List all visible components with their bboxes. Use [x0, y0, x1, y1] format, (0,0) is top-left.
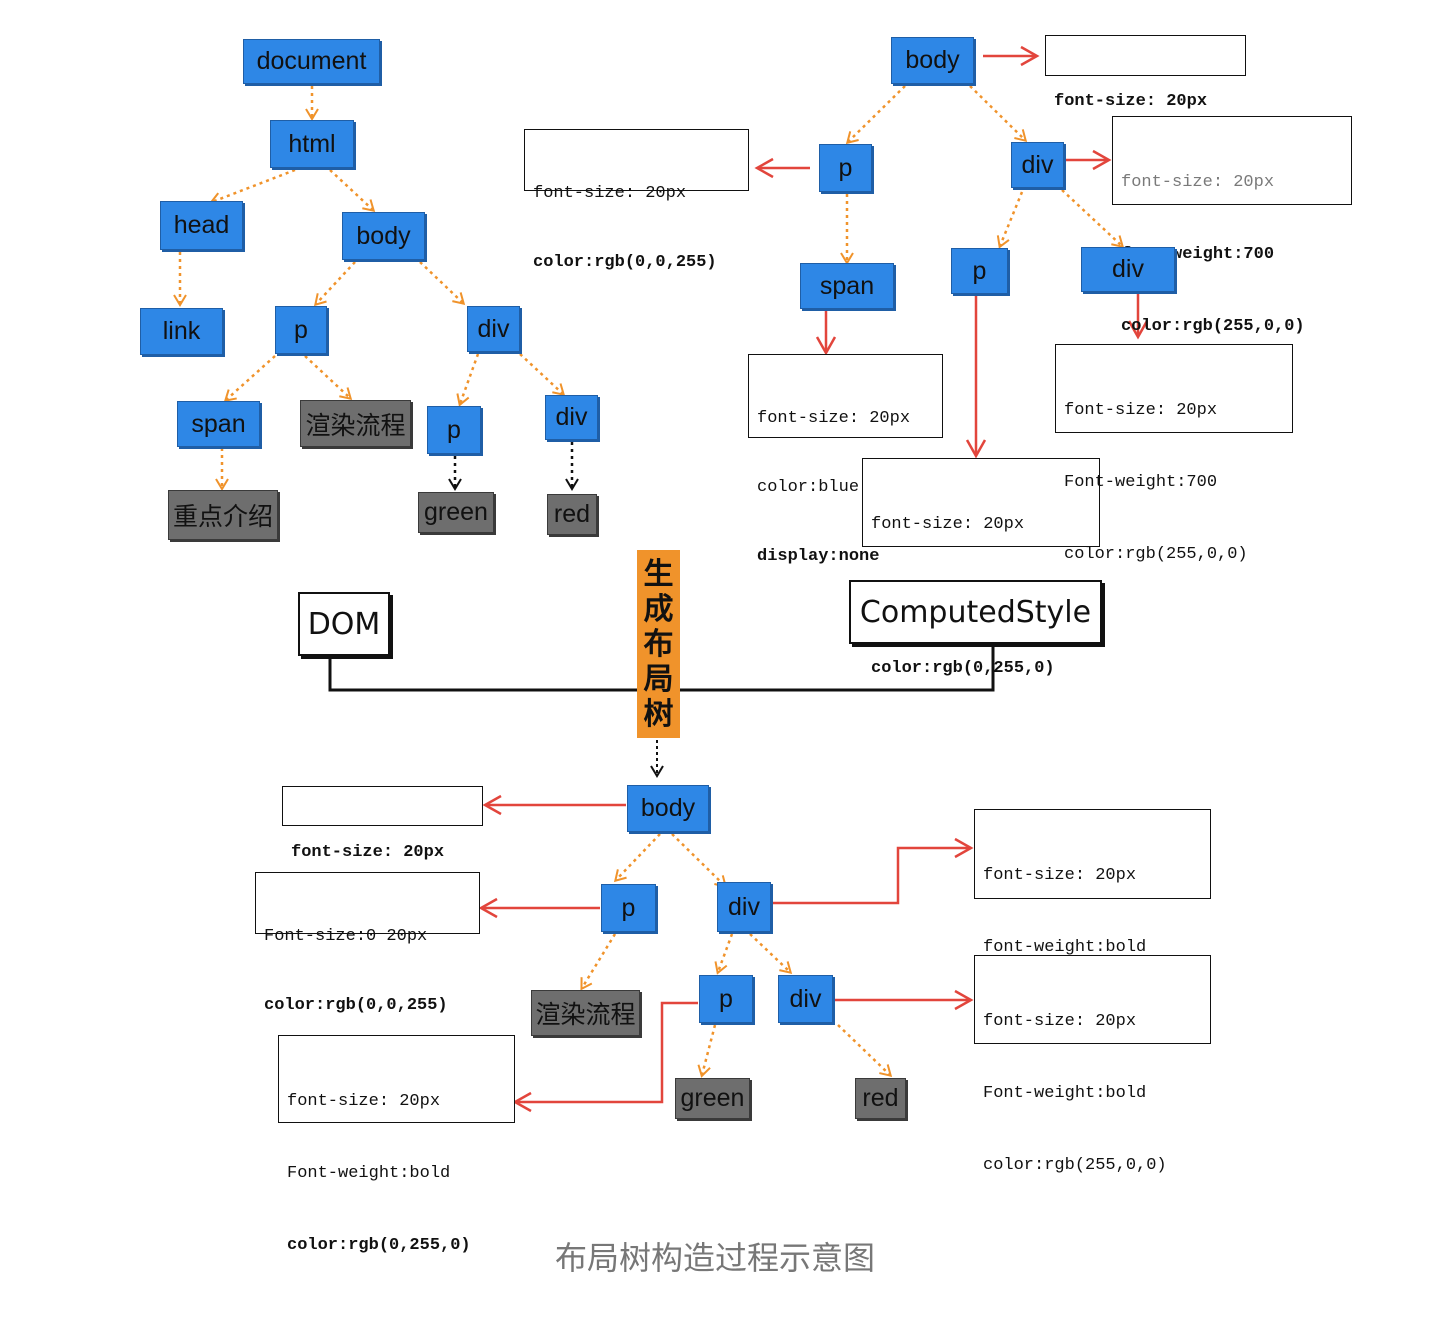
style-box-div2: font-size: 20px Font-weight:700 color:rg…: [1055, 344, 1293, 564]
edge-div-p: [456, 353, 480, 407]
edge-p-span: [223, 355, 276, 402]
generate-char: 局: [643, 661, 674, 697]
dom-node-div2: div: [545, 395, 598, 440]
style-line: Font-size:0 20px: [264, 927, 428, 946]
layout-text-render: 渲染流程: [531, 990, 640, 1036]
edge-body-div: [419, 261, 466, 306]
edge-l-div-style: [772, 837, 974, 905]
style-line: font-size: 20px: [983, 1012, 1137, 1031]
style-line: font-size: 20px: [291, 843, 445, 862]
style-node-span: span: [800, 263, 894, 309]
style-line: font-size: 20px: [533, 184, 687, 203]
dom-label: DOM: [298, 592, 390, 656]
dom-node-head: head: [160, 201, 243, 250]
style-line: color:blue: [757, 478, 860, 497]
style-line: Font-weight:bold: [983, 1084, 1147, 1103]
style-line: font-weight:bold: [983, 938, 1147, 957]
layout-style-box-p: Font-size:0 20px color:rgb(0,0,255): [255, 872, 480, 1015]
style-line: font-size: 20px: [1054, 92, 1208, 111]
edge-s-body-div: [969, 85, 1028, 143]
style-line: font-size: 20px: [1121, 173, 1275, 192]
edge-s-body-p: [845, 85, 906, 145]
edge-html-head: [209, 168, 296, 206]
dom-node-div: div: [467, 306, 520, 352]
style-node-div2: div: [1081, 247, 1175, 292]
diagram-caption: 布局树构造过程示意图: [554, 1239, 875, 1277]
style-line: font-size: 20px: [983, 866, 1137, 885]
style-line: color:rgb(0,255,0): [287, 1236, 471, 1255]
style-line: font-size: 20px: [871, 515, 1025, 534]
layout-style-box-body: font-size: 20px: [282, 786, 483, 862]
dom-node-html: html: [270, 120, 354, 168]
style-node-p2: p: [951, 248, 1008, 294]
dom-text-red: red: [547, 494, 597, 535]
edge-p-text: [304, 355, 353, 401]
computed-style-label: ComputedStyle: [849, 580, 1102, 644]
edge-body-p: [313, 261, 356, 307]
style-box-span: font-size: 20px color:blue display:none: [748, 354, 943, 566]
style-line: font-size: 20px: [1064, 401, 1218, 420]
edge-l-div-div: [749, 933, 793, 975]
dom-node-span: span: [177, 401, 260, 447]
dom-node-p2: p: [427, 406, 481, 454]
layout-text-green: green: [675, 1078, 750, 1119]
edge-l-div-p: [714, 933, 734, 975]
style-line: color:rgb(0,0,255): [264, 996, 448, 1015]
dom-node-p: p: [275, 306, 327, 354]
style-line: color:rgb(255,0,0): [1064, 545, 1248, 564]
style-node-body: body: [891, 37, 974, 84]
dom-text-render: 渲染流程: [300, 400, 411, 447]
edge-l-body-p: [613, 833, 661, 883]
style-line: color:rgb(0,0,255): [533, 253, 717, 272]
layout-node-div2: div: [778, 975, 833, 1023]
layout-text-red: red: [855, 1078, 906, 1119]
style-line: Font-weight:bold: [287, 1164, 451, 1183]
style-line: color:rgb(0,255,0): [871, 659, 1055, 678]
dom-node-document: document: [243, 39, 380, 84]
style-line: color:rgb(255,0,0): [1121, 317, 1305, 336]
generate-char: 成: [643, 591, 674, 627]
style-box-body: font-size: 20px: [1045, 35, 1246, 111]
edge-l-div-red: [837, 1024, 893, 1078]
layout-style-box-p2: font-size: 20px Font-weight:bold color:r…: [278, 1035, 515, 1255]
dom-node-body: body: [342, 212, 425, 260]
edge-l-body-div: [671, 833, 728, 889]
style-box-p2: font-size: 20px Font-weight:bold color:r…: [862, 458, 1100, 678]
layout-style-box-div: font-size: 20px font-weight:bold color:r…: [974, 809, 1211, 1029]
generate-layout-tree-bar: 生 成 布 局 树: [637, 550, 680, 738]
style-box-div: font-size: 20px font-weight:700 color:rg…: [1112, 116, 1352, 336]
style-line: font-size: 20px: [287, 1092, 441, 1111]
layout-node-div: div: [717, 882, 771, 932]
layout-style-box-div2: font-size: 20px Font-weight:bold color:r…: [974, 955, 1211, 1175]
edge-l-p2-style: [512, 1001, 698, 1113]
style-node-div: div: [1011, 142, 1064, 188]
generate-char: 布: [643, 626, 674, 662]
style-line: color:rgb(255,0,0): [983, 1156, 1167, 1175]
layout-node-p2: p: [699, 975, 753, 1023]
style-line: Font-weight:700: [1064, 473, 1218, 492]
edge-s-div-p: [996, 191, 1024, 249]
dom-text-green: green: [418, 492, 494, 533]
generate-char: 树: [643, 696, 674, 732]
style-box-p: font-size: 20px color:rgb(0,0,255): [524, 129, 749, 272]
edge-div-div: [519, 353, 566, 397]
style-line: font-size: 20px: [757, 409, 911, 428]
edge-l-p-text: [580, 933, 617, 991]
style-line: display:none: [757, 547, 880, 566]
style-node-p: p: [819, 144, 872, 192]
edge-l-p-green: [697, 1024, 717, 1078]
generate-char: 生: [643, 556, 674, 592]
layout-node-body: body: [627, 785, 709, 832]
layout-node-p: p: [601, 884, 656, 932]
edge-html-body: [329, 169, 376, 213]
dom-node-link: link: [140, 308, 223, 355]
dom-text-intro: 重点介绍: [168, 490, 278, 540]
